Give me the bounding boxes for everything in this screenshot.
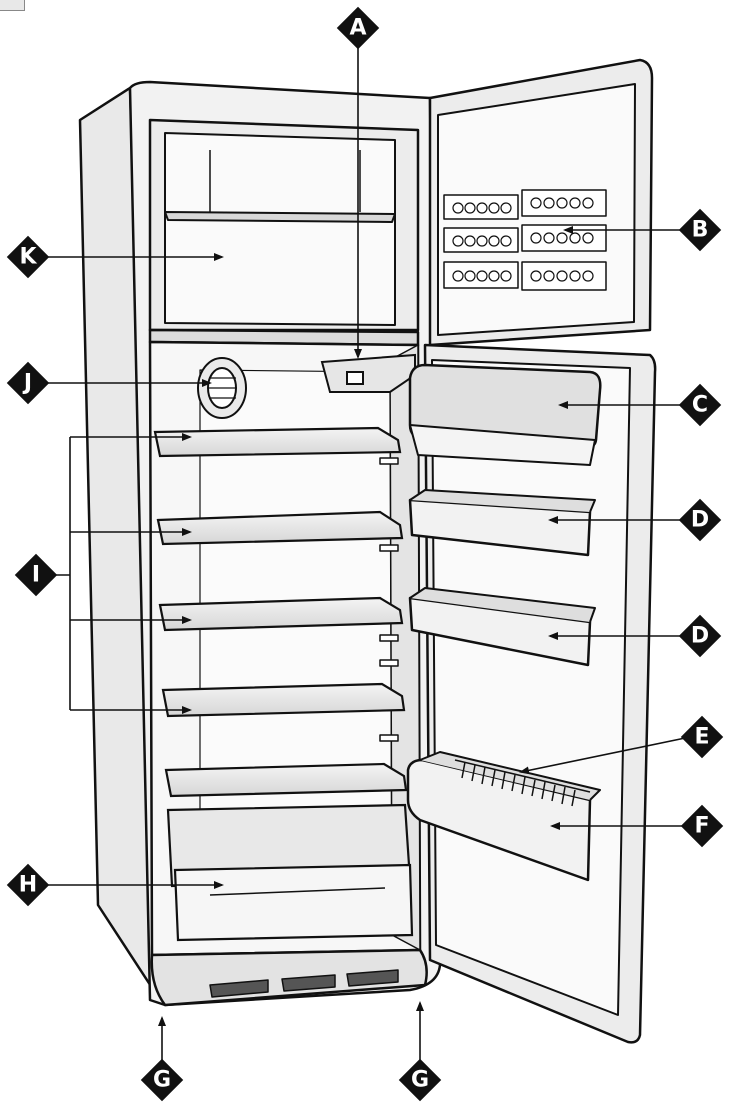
label-k: K <box>19 245 37 270</box>
badge-i: I <box>14 553 58 597</box>
badge-a: A <box>336 6 380 50</box>
thermostat-housing <box>320 353 416 393</box>
label-badges: A B C D D E F G <box>6 6 724 1102</box>
label-j: J <box>22 371 32 396</box>
badge-d2: D <box>678 614 722 658</box>
label-d2: D <box>691 624 709 649</box>
badge-b: B <box>678 208 722 252</box>
label-a: A <box>349 16 366 41</box>
corner-tab <box>0 0 25 11</box>
label-g1: G <box>153 1068 171 1093</box>
label-i: I <box>32 563 40 588</box>
crisper-drawer <box>166 803 414 942</box>
badge-d1: D <box>678 498 722 542</box>
leader-lines <box>40 48 691 1066</box>
fridge-door <box>406 343 657 1044</box>
label-g2: G <box>411 1068 429 1093</box>
label-e: E <box>694 725 709 750</box>
bottle-shelf <box>406 758 592 882</box>
egg-cups <box>452 197 594 282</box>
label-f: F <box>694 814 709 839</box>
leader-e <box>519 736 691 775</box>
badge-h: H <box>6 863 50 907</box>
label-c: C <box>692 393 708 418</box>
fan-unit <box>197 357 247 419</box>
freezer-door <box>428 58 654 347</box>
label-b: B <box>692 218 709 243</box>
glass-shelves <box>153 426 408 798</box>
badge-k: K <box>6 235 50 279</box>
badge-g1: G <box>140 1058 184 1102</box>
glass-shelf-3 <box>158 596 404 632</box>
glass-shelf-2 <box>156 510 404 546</box>
freezer-shelf <box>164 211 396 223</box>
glass-shelf-5 <box>164 762 408 798</box>
glass-shelf-4 <box>161 682 406 718</box>
badge-j: J <box>6 361 50 405</box>
bottle-holder <box>454 759 591 807</box>
label-d1: D <box>691 508 709 533</box>
badge-f: F <box>680 804 724 848</box>
badge-c: C <box>678 383 722 427</box>
glass-shelf-1 <box>153 426 402 458</box>
badge-g2: G <box>398 1058 442 1102</box>
badge-e: E <box>680 715 724 759</box>
label-h: H <box>19 873 37 898</box>
